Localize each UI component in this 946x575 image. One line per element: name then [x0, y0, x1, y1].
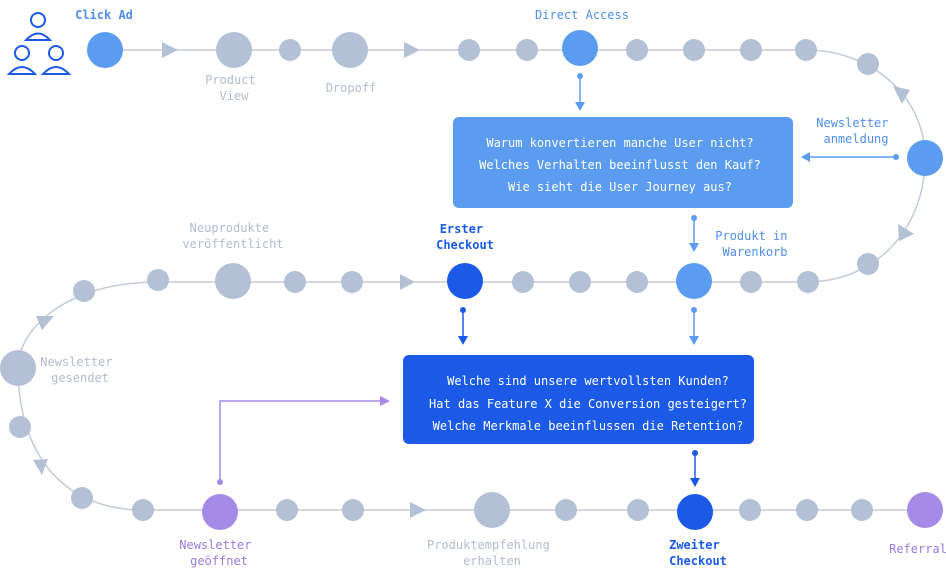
path-arrow — [33, 459, 48, 475]
node-click-ad[interactable] — [87, 32, 123, 68]
box-bottom-line: Welche sind unsere wertvollsten Kunden? — [447, 374, 729, 388]
node-step[interactable] — [516, 39, 538, 61]
node-step[interactable] — [342, 499, 364, 521]
node-step[interactable] — [555, 499, 577, 521]
journey-nodes — [0, 30, 943, 530]
node-step[interactable] — [341, 271, 363, 293]
label-erster-checkout: Erster Checkout — [436, 222, 494, 252]
node-step[interactable] — [73, 280, 95, 302]
box-top-line: Warum konvertieren manche User nicht? — [486, 136, 753, 150]
node-step[interactable] — [458, 39, 480, 61]
node-step[interactable] — [796, 499, 818, 521]
path-arrow — [162, 42, 178, 58]
box-top-line: Welches Verhalten beeinflusst den Kauf? — [479, 158, 761, 172]
node-step[interactable] — [132, 499, 154, 521]
label-produktempfehlung: Produktempfehlung erhalten — [427, 538, 557, 568]
label-newsletter-anmeldung: Newsletter anmeldung — [816, 116, 895, 146]
label-newsletter-geoeffnet: Newsletter geöffnet — [179, 538, 258, 568]
node-step[interactable] — [795, 39, 817, 61]
box-bottom-line: Welche Merkmale beeinflussen die Retenti… — [433, 419, 744, 433]
node-step[interactable] — [627, 499, 649, 521]
label-zweiter-checkout: Zweiter Checkout — [669, 538, 727, 568]
node-dropoff[interactable] — [332, 32, 368, 68]
node-step[interactable] — [147, 269, 169, 291]
node-step[interactable] — [851, 499, 873, 521]
node-step[interactable] — [276, 499, 298, 521]
node-referral[interactable] — [907, 492, 943, 528]
label-newsletter-gesendet: Newsletter gesendet — [40, 355, 119, 385]
question-box-top: Warum konvertieren manche User nicht? We… — [453, 117, 793, 208]
node-step[interactable] — [797, 271, 819, 293]
node-step[interactable] — [71, 487, 93, 509]
label-referral: Referral — [889, 542, 946, 556]
box-bottom-line: Hat das Feature X die Conversion gesteig… — [429, 397, 747, 411]
label-product-view: Product View — [205, 73, 263, 103]
path-arrow — [400, 274, 415, 290]
node-step[interactable] — [857, 53, 879, 75]
node-step[interactable] — [740, 271, 762, 293]
node-step[interactable] — [569, 271, 591, 293]
node-step[interactable] — [284, 271, 306, 293]
node-step[interactable] — [9, 416, 31, 438]
path-arrow — [898, 224, 914, 241]
node-step[interactable] — [626, 271, 648, 293]
users-icon — [6, 12, 72, 75]
node-step[interactable] — [683, 39, 705, 61]
path-arrow — [404, 42, 420, 58]
question-box-bottom: Welche sind unsere wertvollsten Kunden? … — [403, 355, 754, 444]
node-erster-checkout[interactable] — [447, 263, 483, 299]
node-zweiter-checkout[interactable] — [677, 494, 713, 530]
node-step[interactable] — [739, 499, 761, 521]
node-step[interactable] — [512, 271, 534, 293]
label-direct-access: Direct Access — [535, 8, 629, 22]
label-neuprodukte: Neuprodukte veröffentlicht — [182, 221, 283, 251]
node-direct-access[interactable] — [562, 30, 598, 66]
node-step[interactable] — [740, 39, 762, 61]
node-newsletter-gesendet[interactable] — [0, 350, 36, 386]
node-newsletter-geoeffnet[interactable] — [202, 494, 238, 530]
label-produkt-warenkorb: Produkt in Warenkorb — [715, 229, 794, 259]
node-produktempfehlung[interactable] — [474, 492, 510, 528]
label-click-ad: Click Ad — [75, 8, 133, 22]
node-step[interactable] — [857, 253, 879, 275]
label-dropoff: Dropoff — [326, 81, 377, 95]
node-produkt-warenkorb[interactable] — [676, 263, 712, 299]
path-arrow — [893, 86, 910, 104]
node-neuprodukte[interactable] — [215, 263, 251, 299]
connectors — [217, 73, 899, 487]
labels: Click Ad Product View Dropoff Direct Acc… — [40, 8, 946, 568]
node-step[interactable] — [279, 39, 301, 61]
node-step[interactable] — [626, 39, 648, 61]
box-top-line: Wie sieht die User Journey aus? — [508, 180, 732, 194]
path-arrow — [36, 316, 54, 330]
node-product-view[interactable] — [216, 32, 252, 68]
node-newsletter-anmeldung[interactable] — [907, 140, 943, 176]
path-arrow — [410, 502, 426, 518]
path-direction-arrows — [33, 42, 914, 518]
